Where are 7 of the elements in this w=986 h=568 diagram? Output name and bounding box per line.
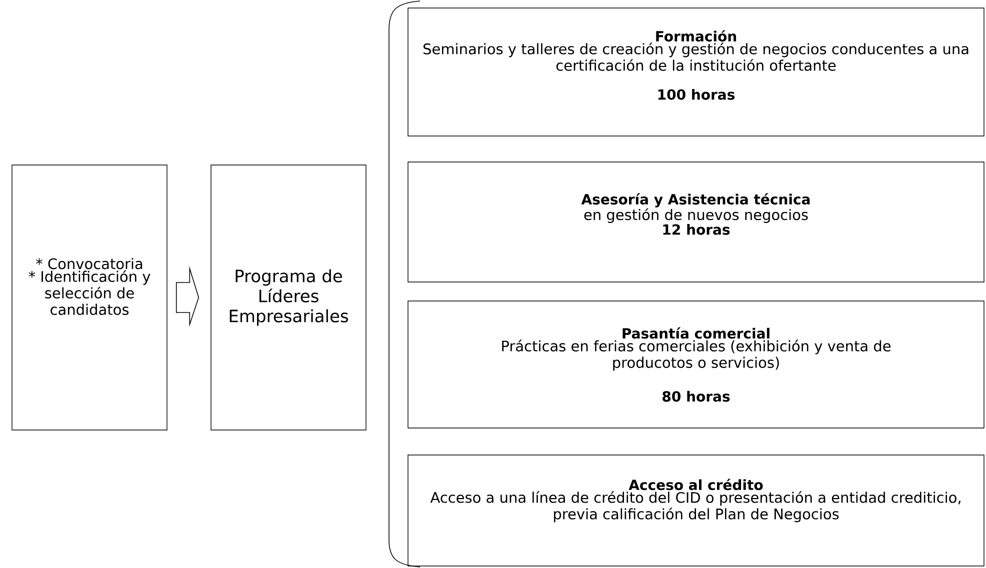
activity-box: Asesoría y Asistencia técnica en gestión de nuevos negocios 12 horas — [408, 162, 984, 282]
block-arrow — [176, 266, 200, 327]
activity-box: Acceso al crédito Acceso a una línea de crédito del CID o presentación a entidad crediticio, previa calificación del Plan de Negocios — [408, 454, 984, 566]
activity-box: Formación Seminarios y talleres de creación y gestión de negocios conducentes a una certificación de la institución ofertante 100 horas — [408, 8, 984, 136]
step-box: Programa de Líderes Empresariales — [210, 164, 366, 430]
step-box: * Convocatoria * Identificación y selección de candidatos — [12, 164, 168, 430]
activity-box: Pasantía comercial Prácticas en ferias comerciales (exhibición y venta de producotos o servicios) 80 horas — [408, 300, 984, 428]
